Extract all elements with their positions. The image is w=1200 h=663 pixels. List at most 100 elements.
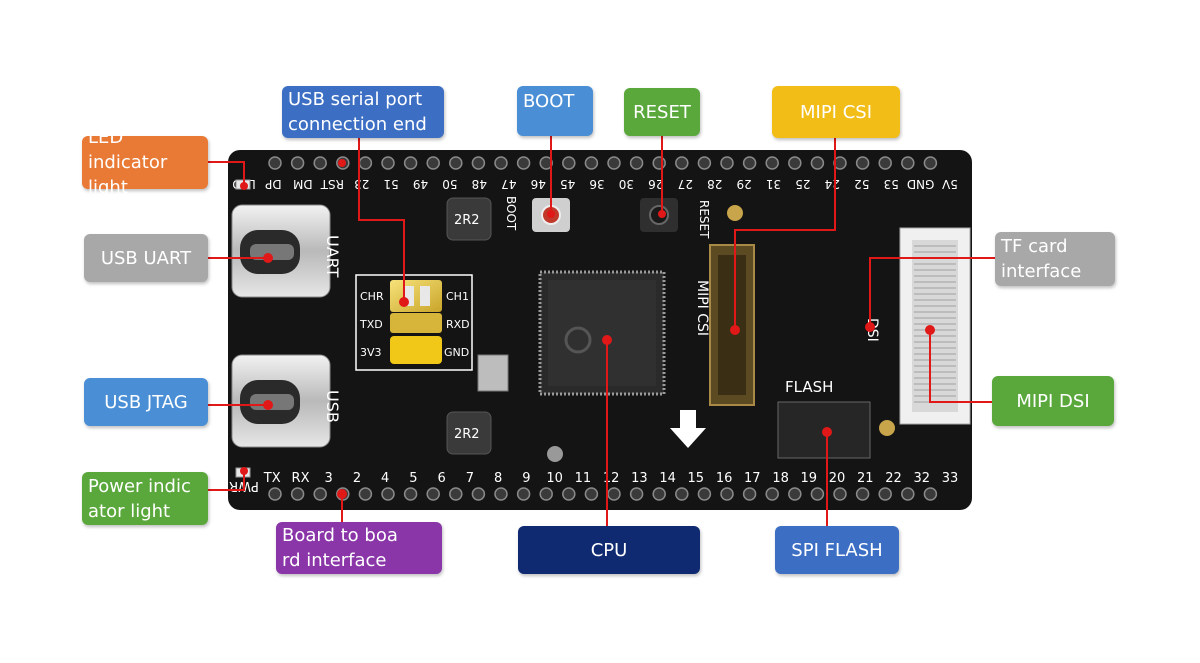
led-indicator-text: LED indicator light bbox=[88, 127, 168, 198]
boot-label: BOOT bbox=[517, 86, 593, 136]
top-pin-label: 5V bbox=[941, 177, 958, 191]
bottom-pin-label: 19 bbox=[801, 471, 818, 486]
header-pin bbox=[901, 156, 915, 170]
header-pin bbox=[449, 487, 463, 501]
header-pin bbox=[629, 156, 644, 170]
uart-silkscreen: UART bbox=[323, 235, 342, 278]
top-pin-label: 36 bbox=[589, 177, 604, 191]
top-pin-label: 31 bbox=[766, 177, 781, 191]
header-pin bbox=[788, 156, 802, 170]
bottom-pin-label: 7 bbox=[466, 471, 474, 486]
flash-chip: FLASH bbox=[777, 378, 871, 459]
header-pin bbox=[629, 487, 644, 501]
header-pin bbox=[381, 156, 395, 170]
header-pin bbox=[403, 487, 418, 501]
cpu-chip bbox=[538, 270, 666, 396]
header-pin bbox=[720, 487, 734, 501]
bottom-pin-label: 14 bbox=[659, 471, 676, 486]
bottom-pin-label: 11 bbox=[575, 471, 592, 486]
power-indicator-label: Power indic ator light bbox=[82, 472, 208, 525]
header-pin bbox=[539, 487, 553, 501]
bottom-pin-label: 22 bbox=[885, 471, 902, 486]
boot-silkscreen: BOOT bbox=[504, 196, 518, 231]
bottom-pin-label: 13 bbox=[631, 471, 648, 486]
ch1-silkscreen: CH1 bbox=[446, 290, 469, 303]
top-pin-label: 27 bbox=[678, 177, 693, 191]
board-to-board-label: Board to boa rd interface bbox=[276, 522, 442, 574]
bottom-pin-label: 17 bbox=[744, 471, 761, 486]
usb-uart-connector bbox=[231, 204, 331, 298]
header-pin bbox=[810, 487, 825, 501]
bottom-pin-label: 10 bbox=[546, 471, 563, 486]
header-pin bbox=[923, 156, 938, 170]
top-pin-label: 29 bbox=[736, 177, 751, 191]
mipi-dsi-label: MIPI DSI bbox=[992, 376, 1114, 426]
spi-flash-label: SPI FLASH bbox=[775, 526, 899, 574]
top-pin-label: 30 bbox=[619, 177, 634, 191]
header-pin bbox=[923, 487, 938, 501]
bottom-pin-label: RX bbox=[292, 471, 310, 486]
top-pin-label: 23 bbox=[354, 177, 369, 191]
header-pin bbox=[471, 156, 486, 170]
header-pin bbox=[381, 487, 395, 501]
top-pin-label: 24 bbox=[825, 177, 840, 191]
header-pin bbox=[878, 156, 892, 170]
mipi-csi-label: MIPI CSI bbox=[772, 86, 900, 138]
bottom-pin-label: 8 bbox=[494, 471, 502, 486]
header-pin bbox=[562, 487, 576, 501]
header-pin bbox=[516, 487, 531, 501]
reset-silkscreen: RESET bbox=[697, 200, 711, 239]
header-pin bbox=[675, 156, 689, 170]
header-pin bbox=[358, 487, 373, 501]
header-pin bbox=[720, 156, 734, 170]
header-pin bbox=[358, 156, 373, 170]
top-pin-label: 51 bbox=[383, 177, 398, 191]
header-pin bbox=[584, 487, 599, 501]
tf-card-text: TF card interface bbox=[1001, 236, 1082, 282]
v33-silkscreen: 3V3 bbox=[360, 346, 382, 359]
header-pin bbox=[652, 487, 666, 501]
board-to-board-text: Board to boa rd interface bbox=[282, 525, 398, 571]
top-pin-label: 50 bbox=[442, 177, 457, 191]
header-pin bbox=[652, 156, 666, 170]
header-pin bbox=[268, 156, 282, 170]
bottom-pin-label: 21 bbox=[857, 471, 874, 486]
header-pin bbox=[765, 487, 779, 501]
header-pin bbox=[788, 487, 802, 501]
header-pin bbox=[426, 487, 440, 501]
bottom-pin-label: 12 bbox=[603, 471, 620, 486]
header-pin bbox=[471, 487, 486, 501]
usb-jtag-text: USB JTAG bbox=[104, 391, 188, 413]
header-pin bbox=[765, 156, 779, 170]
bottom-pin-label: 3 bbox=[325, 471, 333, 486]
bottom-pin-label: 6 bbox=[438, 471, 446, 486]
bottom-pin-header bbox=[268, 487, 938, 501]
top-pin-label: 47 bbox=[501, 177, 516, 191]
top-pin-label: 28 bbox=[707, 177, 722, 191]
svg-text:2R2: 2R2 bbox=[454, 213, 480, 228]
reset-text: RESET bbox=[633, 101, 691, 123]
usb-uart-text: USB UART bbox=[100, 247, 192, 269]
top-pin-label: DP bbox=[265, 177, 281, 191]
usb-silkscreen: USB bbox=[323, 390, 342, 423]
bottom-pin-label: 15 bbox=[688, 471, 705, 486]
top-pin-label: 26 bbox=[648, 177, 663, 191]
test-pad bbox=[547, 446, 563, 462]
header-pin bbox=[449, 156, 463, 170]
header-pin bbox=[607, 156, 621, 170]
leader-lines bbox=[205, 136, 995, 555]
bottom-pin-label: 20 bbox=[829, 471, 846, 486]
chr-silkscreen: CHR bbox=[360, 290, 384, 303]
header-pin bbox=[268, 487, 282, 501]
header-pin bbox=[290, 487, 305, 501]
header-pin bbox=[855, 156, 870, 170]
header-pin bbox=[290, 156, 305, 170]
usb-jtag-label: USB JTAG bbox=[84, 378, 208, 426]
mipi-csi-silkscreen: MIPI CSI bbox=[694, 280, 710, 336]
header-pin bbox=[403, 156, 418, 170]
crystal bbox=[477, 354, 509, 392]
cpu-text: CPU bbox=[590, 539, 628, 561]
power-indicator-text: Power indic ator light bbox=[88, 475, 191, 522]
header-pin bbox=[607, 487, 621, 501]
